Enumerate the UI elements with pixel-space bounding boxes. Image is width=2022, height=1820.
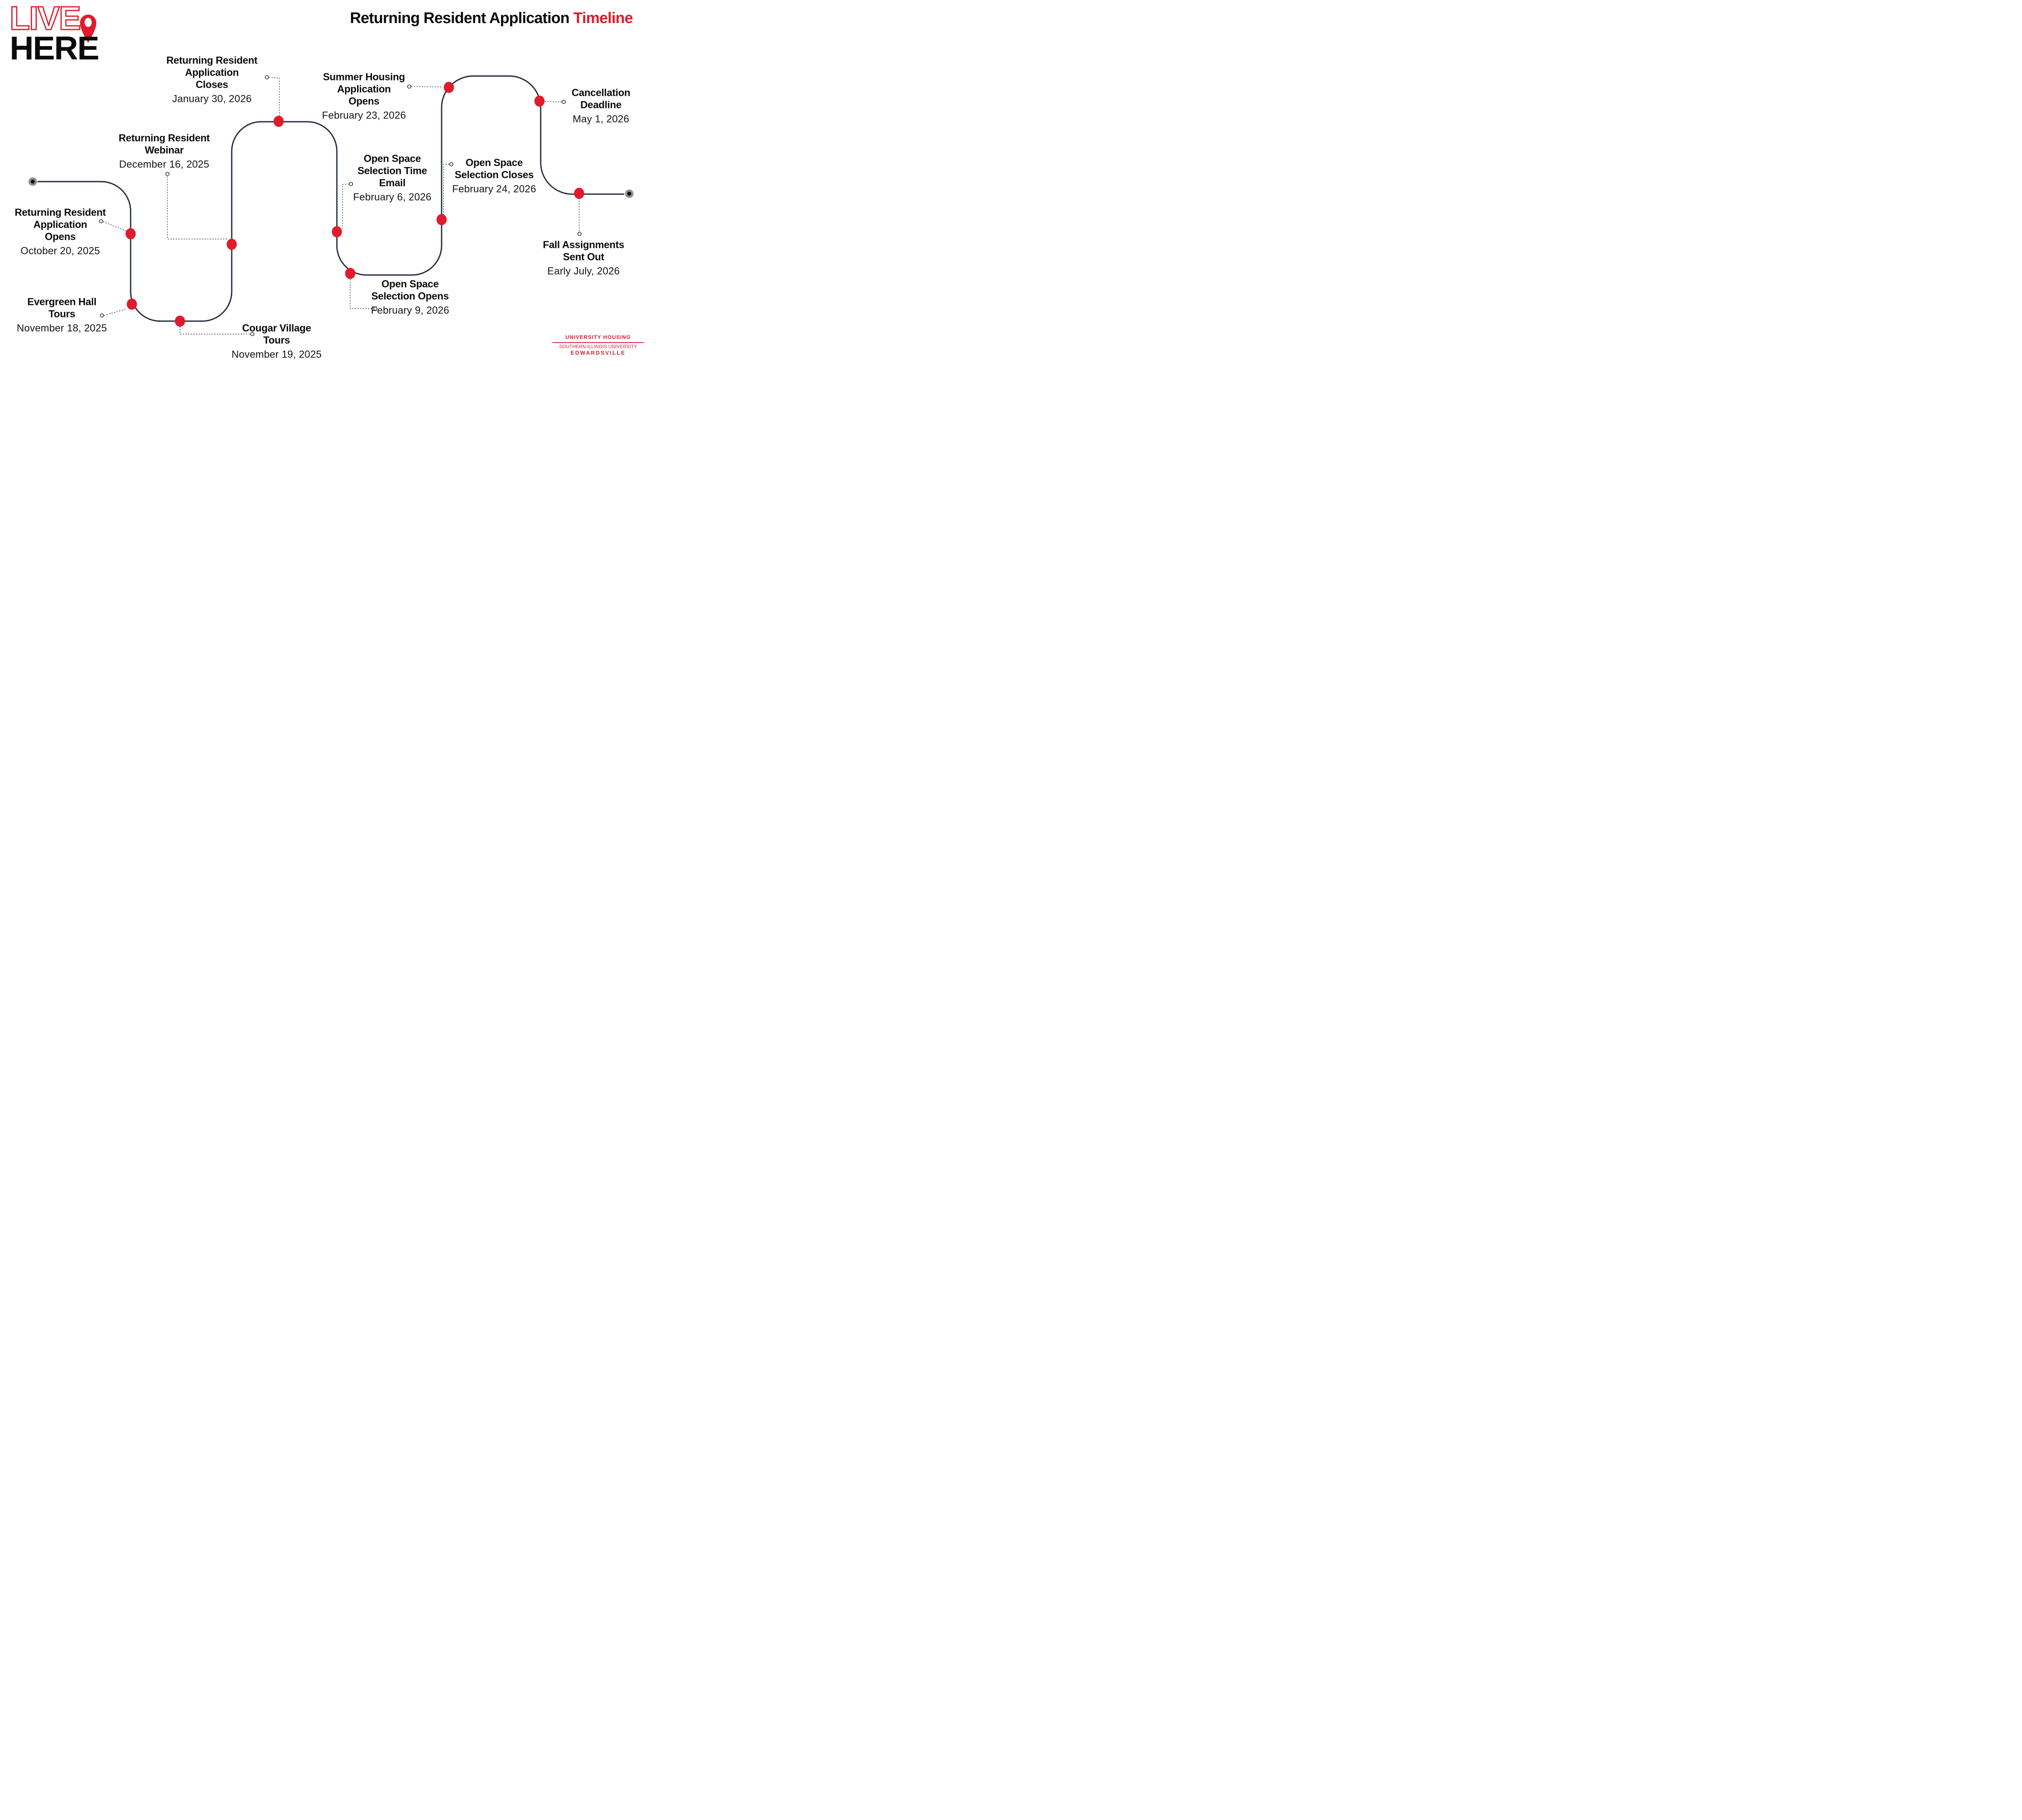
leader-line	[342, 184, 349, 229]
leader-end-circle	[577, 231, 582, 236]
event-dot	[175, 315, 185, 327]
leader-line	[443, 164, 449, 216]
event-date: Early July, 2026	[547, 265, 620, 277]
event-dot	[444, 82, 454, 93]
leader-lines	[99, 75, 582, 336]
footer-line-siu: SOUTHERN ILLINOIS UNIVERSITY	[559, 345, 637, 349]
location-pin-icon	[80, 15, 97, 43]
event-date: December 16, 2025	[119, 159, 209, 170]
leader-end-circle	[264, 75, 269, 80]
event-date: January 30, 2026	[172, 93, 252, 105]
event-dot	[345, 268, 355, 279]
event-date: February 6, 2026	[353, 191, 431, 203]
event-date: November 19, 2025	[231, 349, 322, 360]
event-dot	[534, 95, 545, 107]
event-dots	[125, 82, 584, 327]
footer-divider	[552, 342, 644, 343]
logo-live-text: LIVE	[9, 0, 81, 37]
event-date: November 18, 2025	[17, 322, 107, 334]
page-title-main: Returning Resident Application	[350, 10, 573, 27]
leader-line	[104, 309, 127, 316]
event-dot	[574, 188, 584, 199]
leader-line	[167, 176, 227, 239]
event-dot	[273, 116, 284, 127]
page-title-accent: Timeline	[573, 10, 633, 27]
logo-here-text: HERE	[10, 30, 99, 67]
event-dot	[332, 226, 342, 237]
timeline-path	[37, 75, 624, 322]
leader-line	[350, 279, 373, 309]
leader-line	[269, 77, 280, 116]
leader-line	[103, 221, 127, 231]
event-date: May 1, 2026	[573, 113, 629, 125]
event-dot	[125, 228, 136, 239]
start-marker	[28, 177, 37, 186]
timeline-infographic: LIVE HERE Returning Resident Application…	[0, 0, 647, 364]
event-date: October 20, 2025	[20, 245, 100, 257]
leader-end-circle	[99, 313, 104, 318]
leader-end-circle	[407, 84, 412, 89]
page-title: Returning Resident Application Timeline	[350, 10, 633, 27]
event-date: February 23, 2026	[322, 110, 406, 121]
event-dot	[127, 298, 137, 310]
event-date: February 24, 2026	[452, 183, 536, 195]
footer-line-university-housing: UNIVERSITY HOUSING	[565, 334, 631, 340]
end-marker	[625, 189, 634, 198]
leader-end-circle	[373, 306, 378, 311]
leader-end-circle	[449, 162, 454, 167]
leader-end-circle	[165, 171, 170, 176]
university-housing-logo: UNIVERSITY HOUSING SOUTHERN ILLINOIS UNI…	[552, 334, 644, 356]
event-dot	[226, 239, 237, 250]
footer-line-edwardsville: EDWARDSVILLE	[570, 350, 626, 356]
leader-end-circle	[349, 182, 353, 186]
timeline-canvas	[28, 75, 634, 336]
leader-end-circle	[250, 332, 255, 336]
leader-end-circle	[99, 219, 104, 224]
event-dot	[436, 214, 447, 225]
leader-end-circle	[561, 99, 566, 104]
event-date: February 9, 2026	[371, 305, 449, 316]
